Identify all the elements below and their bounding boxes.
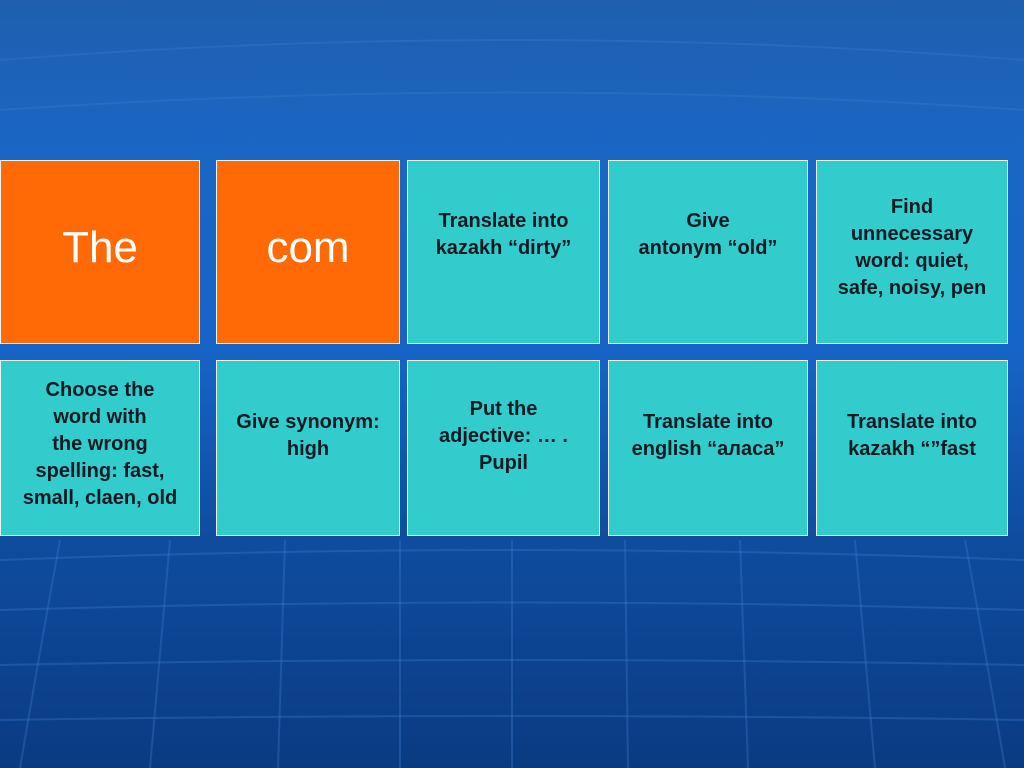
tile-synonym-high-label: Give synonym: high xyxy=(236,411,380,460)
tile-translate-dirty[interactable]: Translate into kazakh “dirty” xyxy=(407,160,600,344)
tile-translate-english[interactable]: Translate into english “алаcа” xyxy=(608,360,808,536)
tile-find-unnecessary-word-label: Find unnecessary word: quiet, safe, nois… xyxy=(837,196,987,299)
tile-the[interactable]: The xyxy=(0,160,200,344)
tile-com[interactable]: com xyxy=(216,160,400,344)
tile-the-label: The xyxy=(62,223,138,272)
tile-wrong-spelling[interactable]: Choose the word with the wrong spelling:… xyxy=(0,360,200,536)
tile-put-adjective-label: Put the adjective: … . Pupil xyxy=(439,397,568,474)
tile-synonym-high[interactable]: Give synonym: high xyxy=(216,360,400,536)
tile-translate-fast[interactable]: Translate into kazakh “”fast xyxy=(816,360,1008,536)
tile-com-label: com xyxy=(266,223,350,272)
tile-translate-dirty-label: Translate into kazakh “dirty” xyxy=(435,210,572,259)
tile-translate-english-label: Translate into english “алаcа” xyxy=(631,411,785,460)
tile-antonym-old[interactable]: Give antonym “old” xyxy=(608,160,808,344)
tile-wrong-spelling-label: Choose the word with the wrong spelling:… xyxy=(22,378,178,509)
tile-find-unnecessary-word[interactable]: Find unnecessary word: quiet, safe, nois… xyxy=(816,160,1008,344)
tile-put-adjective[interactable]: Put the adjective: … . Pupil xyxy=(407,360,600,536)
tile-antonym-old-label: Give antonym “old” xyxy=(638,210,778,259)
tile-translate-fast-label: Translate into kazakh “”fast xyxy=(846,411,978,460)
